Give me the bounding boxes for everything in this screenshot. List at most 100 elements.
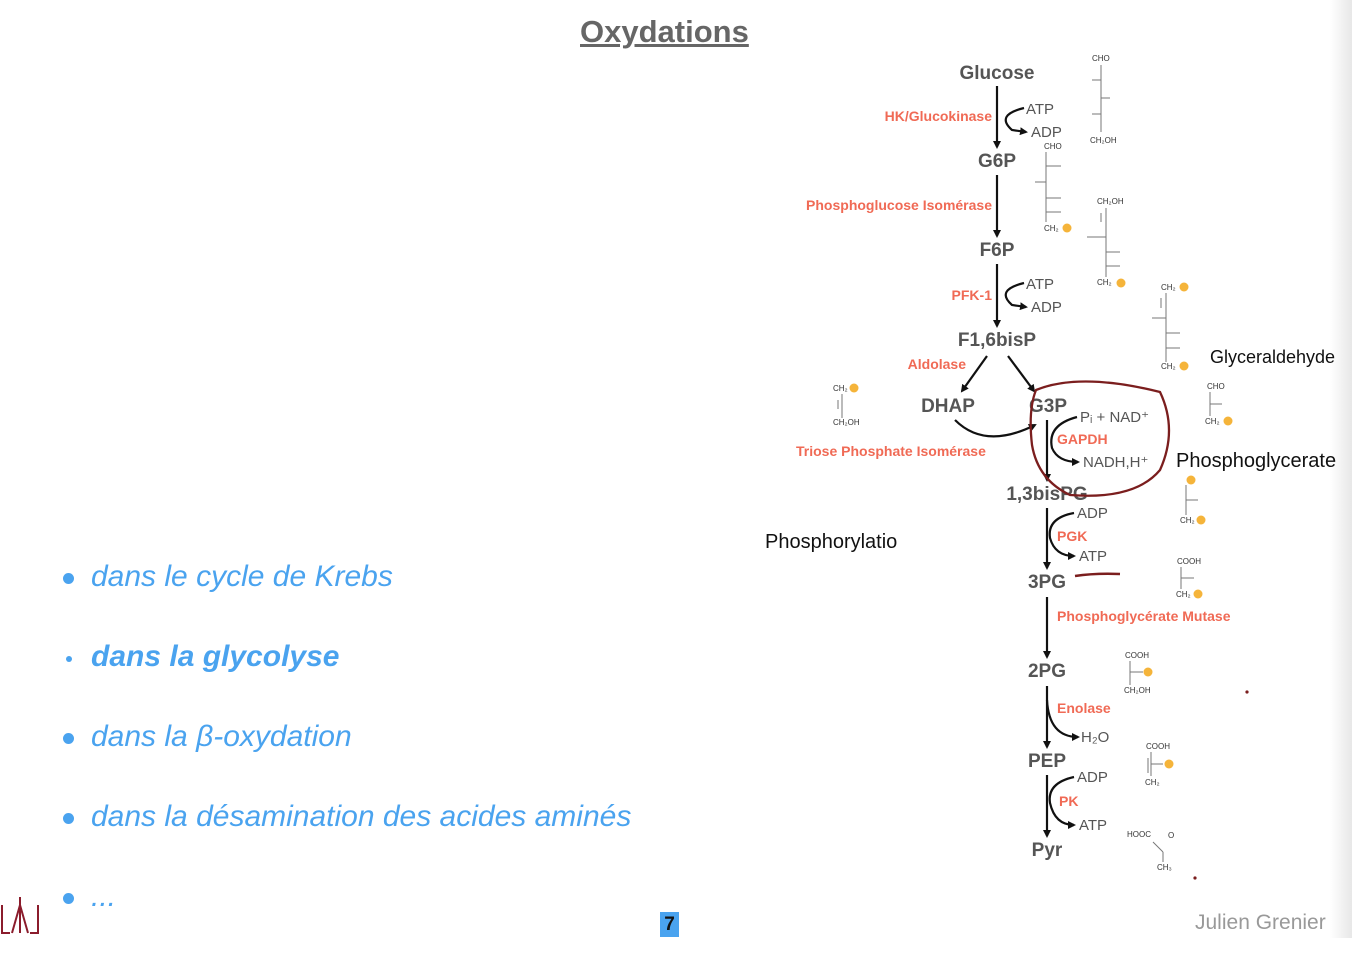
label-ch2p: CH₂ [1044,224,1059,233]
metabolite-2pg: 2PG [1028,661,1066,682]
phosphate-icon [1223,416,1233,426]
cofactor-gapdh-pi-nad: Pᵢ + NAD⁺ [1080,409,1149,426]
enzyme-triose-phosphate-isomerase: Triose Phosphate Isomérase [796,443,986,459]
label-cho: CHO [1207,382,1225,391]
phosphate-icon [849,383,859,393]
slide-title: Oxydations [580,14,749,49]
enzyme-aldolase: Aldolase [908,356,967,372]
annotation-glyceraldehyde: Glyceraldehyde [1210,347,1336,367]
bullet-text: dans la glycolyse [91,640,340,673]
phosphate-icon [1164,759,1174,769]
cofactor-gapdh-nadh: NADH,H⁺ [1083,454,1148,471]
label-ch2oh: CH₂OH [1097,197,1124,206]
arc-pk [1048,775,1076,829]
enzyme-hk-glucokinase: HK/Glucokinase [885,108,993,124]
stray-mark [1193,876,1197,880]
enzyme-phosphoglycerate-mutase: Phosphoglycérate Mutase [1057,608,1231,624]
label-ch2p: CH₂ [1176,590,1191,599]
phosphate-icon [1193,589,1203,599]
bullet-dot [66,656,72,662]
label-ch2: CH₂ [1145,778,1160,787]
cofactor-hk-atp: ATP [1026,101,1054,118]
label-ch2p: CH₂ [1161,362,1176,371]
stray-mark [1245,690,1249,694]
label-cooh: COOH [1146,742,1170,751]
label-o: O [1168,831,1174,840]
metabolite-3pg: 3PG [1028,572,1066,593]
metabolite-g6p: G6P [978,151,1016,172]
annotation-phosphorylation: Phosphorylatio [765,531,898,553]
cofactor-pgk-atp: ATP [1079,548,1107,565]
bullet-dot [63,573,74,584]
enzyme-pfk1: PFK-1 [952,287,993,303]
arc-enolase [1045,699,1080,741]
arc-hk [1004,106,1028,136]
cofactor-enolase-water: H₂O [1081,729,1109,746]
phosphate-icon [1143,667,1153,677]
metabolite-13bispg: 1,3bisPG [1006,484,1087,505]
label-hooc: HOOC [1127,830,1151,839]
arrow-f16bisp-dhap [960,355,988,393]
phosphate-icon [1186,475,1196,485]
cofactor-pk-adp: ADP [1077,769,1108,786]
bullet-item: dans la désamination des acides aminés [60,800,631,880]
bullet-dot [63,733,74,744]
enzyme-phosphoglucose-isomerase: Phosphoglucose Isomérase [806,197,992,213]
arrow-f16bisp-g3p [1007,355,1036,393]
enzyme-gapdh: GAPDH [1057,431,1108,447]
enzyme-enolase: Enolase [1057,700,1111,716]
underline-annotation [1074,572,1121,578]
bullet-text: ... [91,880,117,913]
arc-pgk [1048,511,1076,560]
metabolite-f6p: F6P [980,240,1015,261]
cofactor-pfk-atp: ATP [1026,276,1054,293]
structure-labels: CHO CH₂OH CHO CH₂ CH₂OH CH₂ CH₂ CH₂ CH₂ … [833,54,1225,872]
bullet-text: dans le cycle de Krebs [91,560,393,593]
bullet-dot [63,813,74,824]
label-ch3: CH₃ [1157,863,1172,872]
label-ch2oh: CH₂OH [1090,136,1117,145]
metabolite-glucose: Glucose [960,63,1035,84]
label-ch2p: CH₂ [1205,417,1220,426]
enzyme-pk: PK [1059,793,1078,809]
structure-sketches [837,65,1222,862]
bullet-list: dans le cycle de Krebs dans la glycolyse… [60,560,631,960]
phosphate-icon [1062,223,1072,233]
label-ch2oh: CH₂OH [833,418,860,427]
arc-pfk [1004,281,1028,311]
phosphate-icon [1179,282,1189,292]
bullet-item: dans le cycle de Krebs [60,560,631,640]
bullet-item: dans la β-oxydation [60,720,631,800]
metabolite-f16bisp: F1,6bisP [958,330,1036,351]
bullet-dot [63,893,74,904]
metabolite-pyr: Pyr [1032,840,1063,861]
gapdh-circle-annotation [1029,380,1171,497]
university-logo [1,897,39,934]
annotation-phosphoglycerate: Phosphoglycerate [1176,450,1337,472]
enzyme-pgk: PGK [1057,528,1087,544]
arrow-dhap-g3p [954,419,1037,438]
page-number: 7 [660,912,679,937]
phosphate-icon [1116,278,1126,288]
bullet-item: dans la glycolyse [60,640,631,720]
slide-edge-shadow [1330,0,1352,938]
label-cooh: COOH [1177,557,1201,566]
metabolite-dhap: DHAP [921,396,975,417]
label-cho: CHO [1044,142,1062,151]
metabolite-g3p: G3P [1029,396,1067,417]
metabolite-pep: PEP [1028,751,1066,772]
label-ch2p: CH₂ [1097,278,1112,287]
label-ch2p: CH₂ [1180,516,1195,525]
label-cho: CHO [1092,54,1110,63]
cofactor-hk-adp: ADP [1031,124,1062,141]
cofactor-pfk-adp: ADP [1031,299,1062,316]
author-name: Julien Grenier [1195,911,1326,934]
glycolysis-diagram: Glucose G6P F6P F1,6bisP DHAP G3P 1,3bis… [796,54,1249,880]
arc-gapdh [1050,415,1080,466]
label-ch2oh: CH₂OH [1124,686,1151,695]
phosphate-badges [849,223,1233,769]
bullet-text: dans la β-oxydation [91,720,352,753]
phosphate-icon [1196,515,1206,525]
cofactor-pk-atp: ATP [1079,817,1107,834]
bullet-item: ... [60,880,631,960]
